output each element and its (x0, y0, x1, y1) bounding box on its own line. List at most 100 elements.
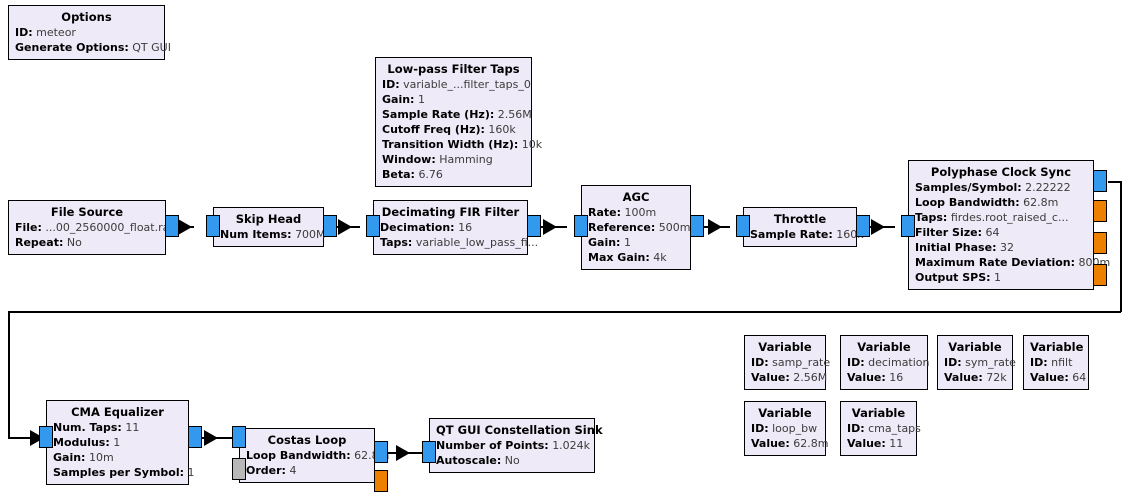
port-cma-out[interactable] (188, 426, 202, 448)
port-polyphase-out-3[interactable] (1093, 264, 1107, 286)
param-key: Cutoff Freq (Hz): (382, 123, 485, 136)
param-key: Decimation: (380, 221, 455, 234)
wire-polyphase-route-top (1108, 181, 1122, 183)
param-value: nfilt (1051, 356, 1073, 369)
block-lowpass-filter-taps[interactable]: Low-pass Filter Taps ID: variable_...fil… (375, 57, 542, 187)
param-value: 1 (187, 466, 195, 479)
block-polyphase-clock-sync[interactable]: Polyphase Clock Sync Samples/Symbol: 2.2… (908, 160, 1110, 290)
param-value: meteor (36, 26, 76, 39)
param-key: Max Gain: (588, 251, 650, 264)
block-cma-equalizer[interactable]: CMA Equalizer Num. Taps: 11 Modulus: 1 G… (46, 400, 195, 485)
block-skip-head[interactable]: Skip Head Num Items: 700M (213, 207, 326, 247)
arrow-costas-constsink (396, 445, 410, 461)
block-variable-sym-rate[interactable]: Variable ID: sym_rate Value: 72k (937, 335, 1016, 390)
port-costas-in-msg[interactable] (232, 458, 246, 480)
param-row: ID: cma_taps (847, 421, 921, 436)
block-variable-nfilt[interactable]: Variable ID: nfilt Value: 64 (1023, 335, 1089, 390)
block-title: Options (61, 10, 112, 24)
port-decimating-fir-out[interactable] (527, 215, 541, 237)
port-cma-in[interactable] (39, 426, 53, 448)
param-row: ID: nfilt (1030, 355, 1082, 370)
param-row: ID: sym_rate (944, 355, 1016, 370)
param-key: ID: (382, 78, 400, 91)
param-row: Num Items: 700M (220, 227, 326, 242)
param-row: Cutoff Freq (Hz): 160k (382, 122, 525, 137)
param-value: 1 (417, 93, 425, 106)
block-title: Skip Head (235, 212, 302, 226)
port-agc-in[interactable] (574, 215, 588, 237)
block-title: Variable (1030, 340, 1084, 354)
wire-polyphase-route-into-cma (8, 437, 46, 439)
block-variable-loop-bw[interactable]: Variable ID: loop_bw Value: 62.8m (744, 401, 829, 456)
param-key: Reference: (588, 221, 656, 234)
port-throttle-out[interactable] (856, 215, 870, 237)
param-row: Max Gain: 4k (588, 250, 684, 265)
arrow-filesource-skiphead (178, 219, 192, 235)
block-costas-loop[interactable]: Costas Loop Loop Bandwidth: 62.8m Order:… (239, 428, 389, 483)
param-value: 1 (623, 236, 631, 249)
port-costas-in[interactable] (232, 426, 246, 448)
port-decimating-fir-in[interactable] (366, 215, 380, 237)
param-key: Sample Rate (Hz): (382, 108, 495, 121)
port-polyphase-out-2[interactable] (1093, 232, 1107, 254)
block-title: Variable (758, 406, 812, 420)
param-key: Samples/Symbol: (915, 181, 1022, 194)
param-value: 10m (88, 451, 114, 464)
param-key: Filter Size: (915, 226, 982, 239)
param-key: Value: (847, 437, 886, 450)
param-value: 4k (653, 251, 667, 264)
param-row: Modulus: 1 (53, 435, 182, 450)
param-row: Samples/Symbol: 2.22222 (915, 180, 1087, 195)
block-variable-decimation[interactable]: Variable ID: decimation Value: 16 (840, 335, 930, 390)
block-file-source[interactable]: File Source File: ...00_2560000_float.ra… (8, 200, 178, 255)
param-row: Num. Taps: 11 (53, 420, 182, 435)
param-key: ID: (847, 356, 865, 369)
param-value: 2.56M (793, 371, 828, 384)
port-file-source-out[interactable] (165, 215, 179, 237)
port-costas-out-0[interactable] (374, 441, 388, 463)
param-row: Window: Hamming (382, 152, 525, 167)
param-row: Order: 4 (246, 463, 368, 478)
port-constellation-sink-in[interactable] (422, 441, 436, 463)
param-value: 72k (986, 371, 1007, 384)
block-variable-samp-rate[interactable]: Variable ID: samp_rate Value: 2.56M (744, 335, 830, 390)
block-decimating-fir-filter[interactable]: Decimating FIR Filter Decimation: 16 Tap… (373, 200, 538, 255)
port-agc-out[interactable] (690, 215, 704, 237)
block-variable-cma-taps[interactable]: Variable ID: cma_taps Value: 11 (840, 401, 921, 456)
param-row: Reference: 500m (588, 220, 691, 235)
param-key: Loop Bandwidth: (915, 196, 1020, 209)
block-agc[interactable]: AGC Rate: 100m Reference: 500m Gain: 1 M… (581, 185, 691, 270)
param-row: Gain: 10m (53, 450, 182, 465)
param-row: Value: 11 (847, 436, 910, 451)
block-title: Variable (758, 340, 812, 354)
port-polyphase-in[interactable] (901, 215, 915, 237)
param-row: Maximum Rate Deviation: 800m (915, 255, 1110, 270)
param-row: Samples per Symbol: 1 (53, 465, 195, 480)
block-options[interactable]: Options ID: meteor Generate Options: QT … (8, 5, 171, 60)
port-costas-out-1[interactable] (374, 470, 388, 492)
param-row: Value: 2.56M (751, 370, 827, 385)
param-row: Value: 62.8m (751, 436, 829, 451)
param-key: ID: (1030, 356, 1048, 369)
port-skip-head-out[interactable] (323, 215, 337, 237)
param-value: firdes.root_raised_c... (950, 211, 1069, 224)
block-qt-gui-constellation-sink[interactable]: QT GUI Constellation Sink Number of Poin… (429, 418, 603, 473)
param-row: Beta: 6.76 (382, 167, 525, 182)
block-title: QT GUI Constellation Sink (436, 423, 603, 437)
wire-polyphase-route-bottom (8, 311, 1121, 313)
param-key: Modulus: (53, 436, 110, 449)
port-skip-head-in[interactable] (206, 215, 220, 237)
port-polyphase-out-0[interactable] (1093, 170, 1107, 192)
param-value: 1.024k (552, 439, 591, 452)
param-value: 11 (125, 421, 140, 434)
param-value: Hamming (439, 153, 493, 166)
param-value: 1 (994, 271, 1002, 284)
param-value: 10k (521, 138, 543, 151)
param-row: Number of Points: 1.024k (436, 438, 591, 453)
param-key: Gain: (588, 236, 621, 249)
port-throttle-in[interactable] (736, 215, 750, 237)
port-polyphase-out-1[interactable] (1093, 200, 1107, 222)
param-row: ID: samp_rate (751, 355, 830, 370)
block-throttle[interactable]: Throttle Sample Rate: 160k (743, 207, 864, 247)
